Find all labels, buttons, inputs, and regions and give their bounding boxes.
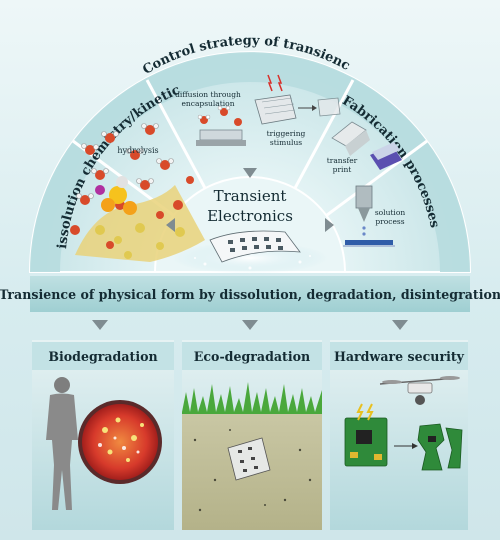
label-hydrolysis: hydrolysis [117, 146, 158, 155]
panel-title-biodegradation: Biodegradation [48, 348, 158, 364]
label-solution-2: process [375, 217, 404, 226]
label-trigger-2: stimulus [270, 138, 302, 147]
label-transfer-2: print [333, 165, 352, 174]
encapsulation-illustration [196, 105, 246, 146]
center-title-2: Electronics [207, 207, 293, 225]
circuit-board-icon [344, 403, 388, 467]
dissolution-banner: Transience of physical form by dissoluti… [0, 276, 500, 312]
panel-bio-band [32, 342, 174, 370]
arrow-right [325, 218, 334, 232]
drone-icon [379, 376, 460, 405]
broken-circuit-board-icon [417, 423, 463, 471]
arrow-top [243, 168, 257, 178]
center-title-1: Transient [214, 187, 287, 205]
label-transfer-1: transfer [327, 156, 358, 165]
panel-title-hardware-security: Hardware security [333, 348, 464, 364]
label-diffusion-1: diffusion through [175, 90, 241, 99]
title-band [30, 52, 470, 272]
panel-eco-band [182, 342, 322, 370]
arrow-panel-1 [92, 320, 108, 330]
grass-soil-icon [182, 382, 322, 530]
arrow-to-broken-board [394, 443, 418, 449]
transient-device-illustration [172, 230, 328, 274]
solution-process-illustration [343, 185, 395, 247]
hydrolysis-illustration [70, 123, 205, 262]
arrow-panel-3 [392, 320, 408, 330]
arrow-panel-2 [242, 320, 258, 330]
blood-vessel-icon [78, 400, 162, 484]
label-solution-1: solution [375, 208, 406, 217]
panel-hw-band [330, 342, 468, 370]
panel-title-eco-degradation: Eco-degradation [193, 348, 311, 364]
trigger-illustration [254, 74, 341, 125]
arrow-left [166, 218, 175, 232]
label-trigger-1: triggering [267, 129, 306, 138]
hydrolysis-cluster [95, 176, 137, 215]
human-silhouette-icon [46, 377, 78, 510]
transfer-print-illustration [331, 121, 402, 170]
label-diffusion-2: encapsulation [181, 99, 234, 108]
